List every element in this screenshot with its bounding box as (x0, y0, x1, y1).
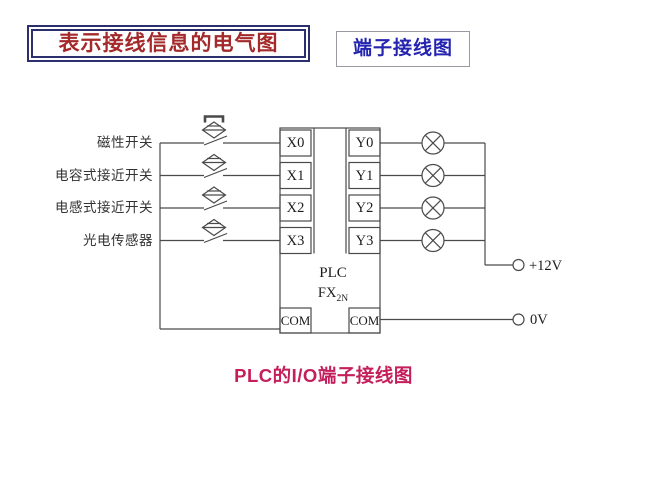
input-common-bus (159, 143, 280, 330)
caption: PLC的I/O端子接线图 (234, 365, 413, 386)
plc-model-base: FX (317, 284, 337, 301)
lamp-y2-icon (380, 196, 485, 220)
input-terminal-x0: X0 (286, 135, 305, 151)
com-terminal-left: COM (280, 313, 311, 328)
power-ground-label: 0V (530, 312, 548, 328)
output-common-bus (484, 143, 513, 266)
magnet-bracket-icon (203, 115, 225, 123)
plc-name-label: PLC (319, 265, 347, 281)
lamp-y1-icon (380, 163, 485, 188)
power-positive-label: +12V (529, 257, 563, 274)
output-terminal-y2: Y2 (355, 200, 374, 216)
photoelectric-switch-icon (160, 218, 280, 244)
plc-model-subscript: 2N (336, 293, 349, 304)
input-terminal-boxes (279, 129, 312, 255)
sensor-label-magnetic: 磁性开关 (97, 135, 153, 150)
input-terminal-x3: X3 (286, 232, 305, 249)
sensor-label-capacitive: 电容式接近开关 (55, 167, 153, 183)
lamp-y3-icon (380, 228, 485, 253)
ground-terminal-icon (512, 313, 525, 326)
capacitive-switch-icon (160, 153, 280, 179)
sensor-label-inductive: 电感式接近开关 (55, 200, 153, 215)
main-title: 表示接线信息的电气图 (58, 32, 279, 55)
sub-title-box: 端子接线图 (336, 31, 470, 67)
power-terminal-icon (512, 258, 525, 272)
input-terminal-x1: X1 (286, 167, 305, 184)
output-terminal-y0: Y0 (355, 135, 374, 151)
main-title-box: 表示接线信息的电气图 (27, 25, 310, 62)
output-terminal-y1: Y1 (355, 167, 374, 184)
input-terminal-x2: X2 (286, 200, 305, 216)
com-terminal-boxes (279, 307, 381, 334)
output-terminal-y3: Y3 (355, 232, 374, 249)
magnetic-switch-icon (160, 115, 280, 146)
sensor-label-photoelectric: 光电传感器 (83, 232, 153, 248)
sub-title: 端子接线图 (352, 38, 453, 59)
inductive-switch-icon (160, 186, 280, 211)
lamp-y0-icon (380, 131, 485, 155)
plc-model-label: FX2N (288, 284, 378, 304)
com-terminal-right: COM (349, 313, 380, 328)
